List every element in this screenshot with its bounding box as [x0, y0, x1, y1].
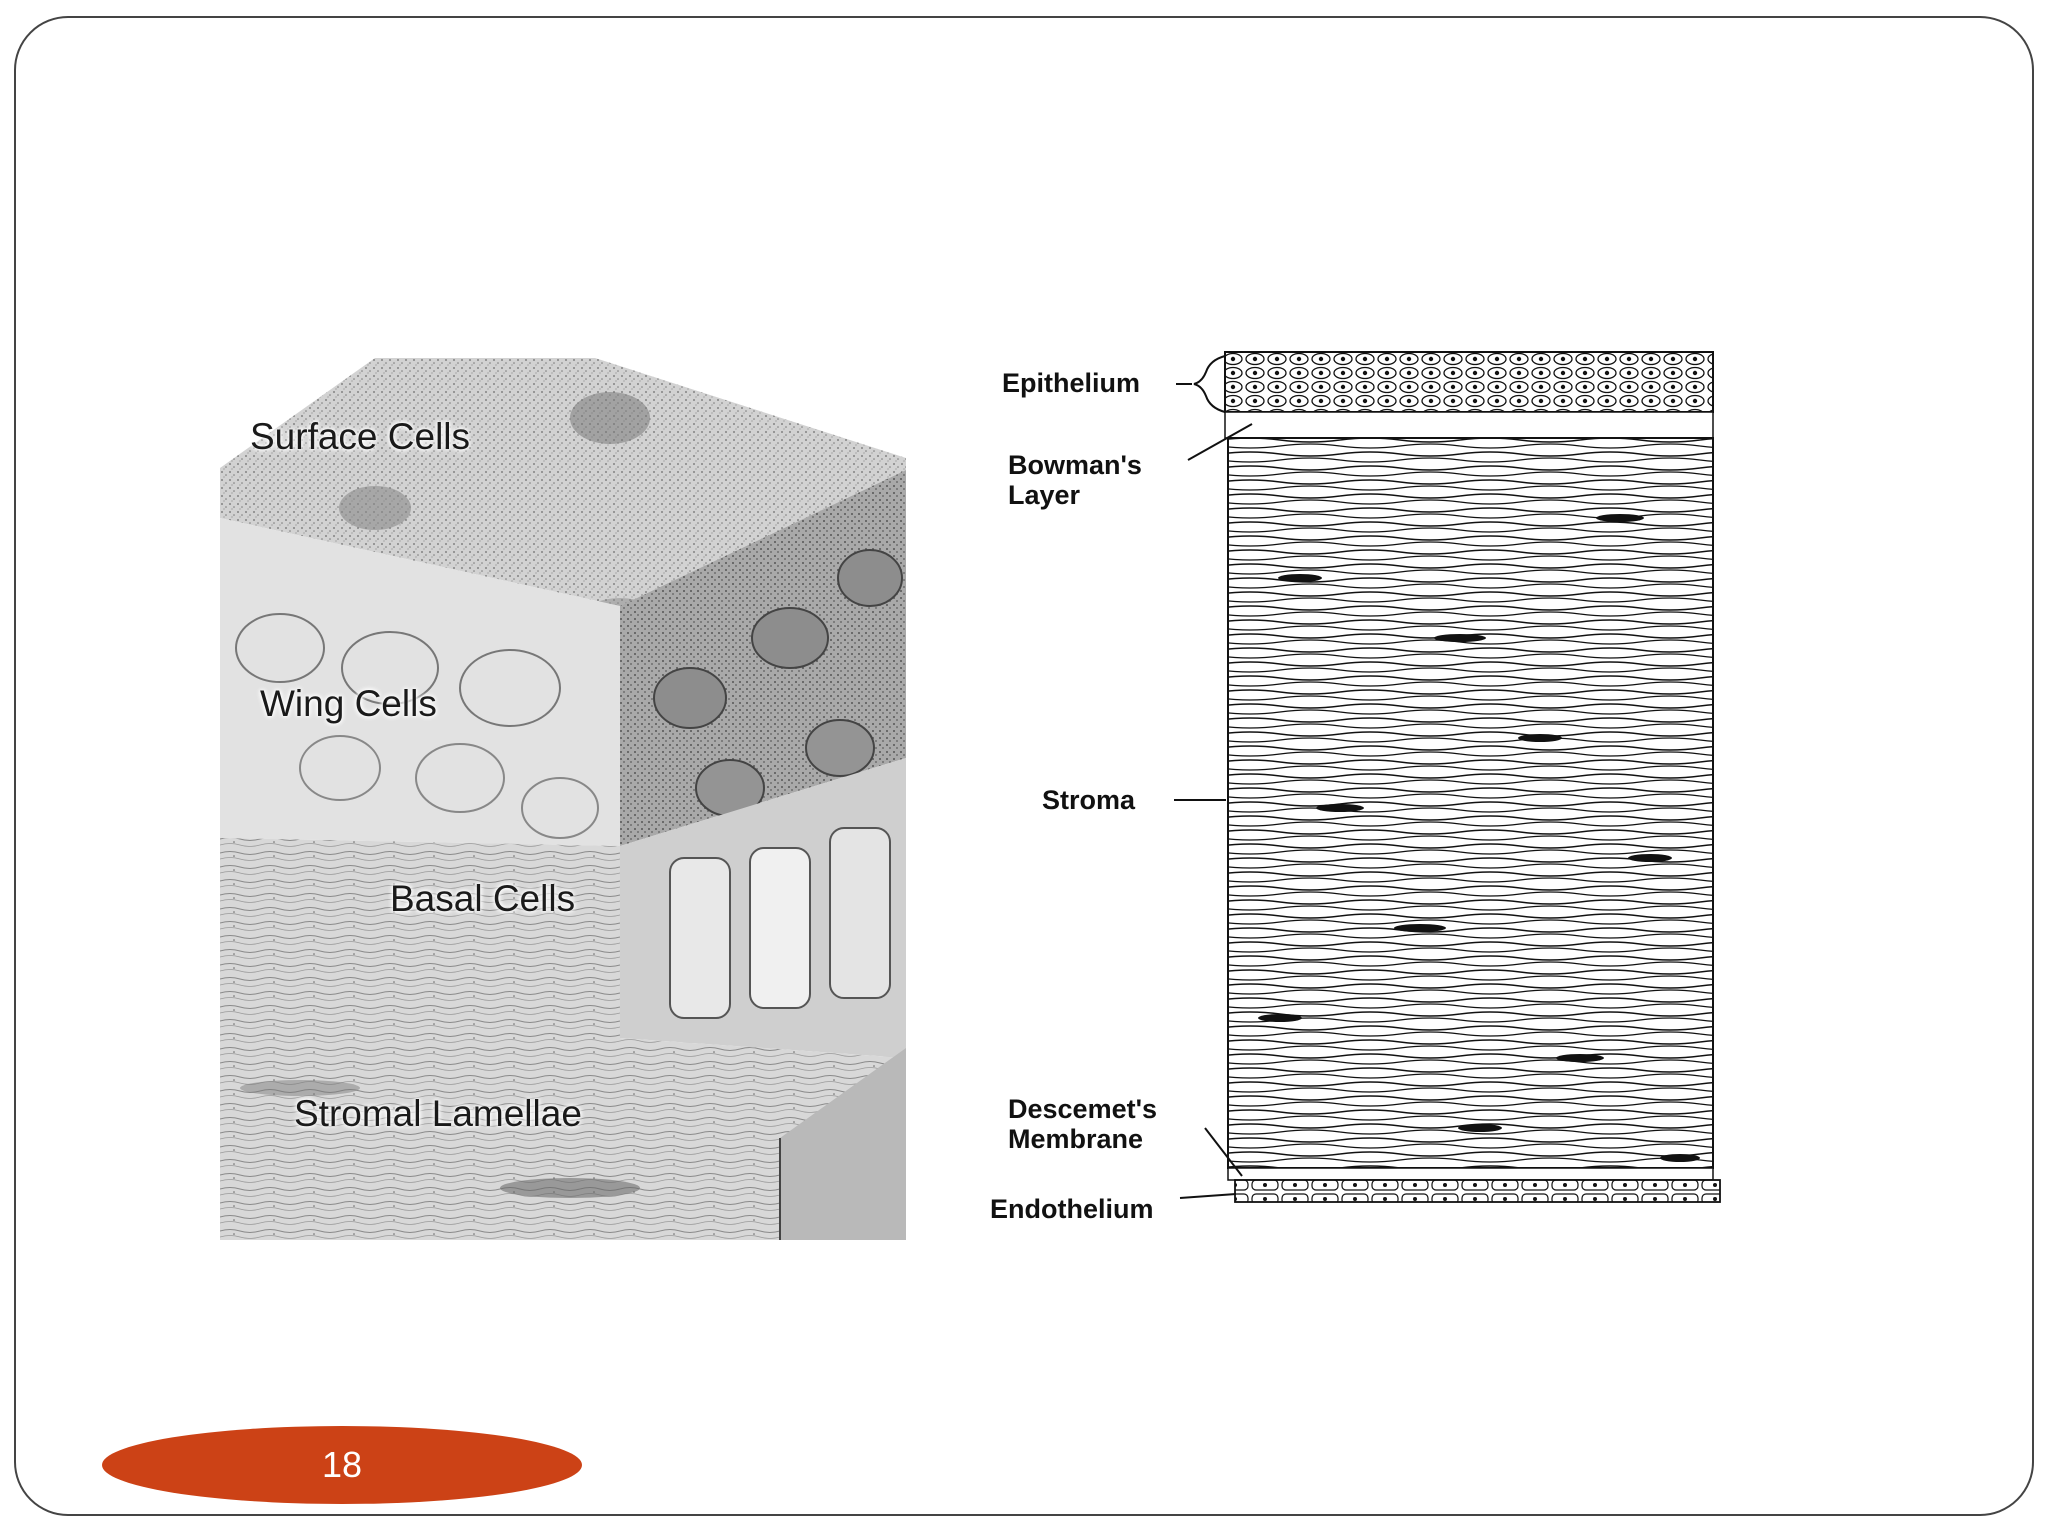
label-wing-cells: Wing Cells [260, 683, 437, 724]
label-epithelium: Epithelium [1002, 368, 1141, 398]
label-basal-cells: Basal Cells [390, 878, 576, 919]
cross-section-drawing [1174, 351, 1721, 1203]
epithelium-block-illustration: Surface Cells Wing Cells Basal Cells Str… [220, 358, 906, 1240]
corneal-cross-section-diagram: Epithelium Bowman's Layer Stroma Desceme… [980, 338, 1740, 1230]
label-bowmans-layer-line2: Layer [1008, 480, 1081, 510]
label-descemets-membrane-line2: Membrane [1008, 1124, 1144, 1154]
label-stroma: Stroma [1042, 785, 1136, 815]
label-descemets-membrane-line1: Descemet's [1008, 1094, 1158, 1124]
epithelium-block-drawing [220, 358, 906, 1240]
label-bowmans-layer-line1: Bowman's [1008, 450, 1142, 480]
page-number: 18 [321, 1444, 363, 1485]
label-surface-cells: Surface Cells [250, 416, 471, 457]
label-stromal-lamellae: Stromal Lamellae [294, 1093, 582, 1134]
label-endothelium: Endothelium [990, 1194, 1154, 1224]
page-number-badge [102, 1426, 582, 1504]
